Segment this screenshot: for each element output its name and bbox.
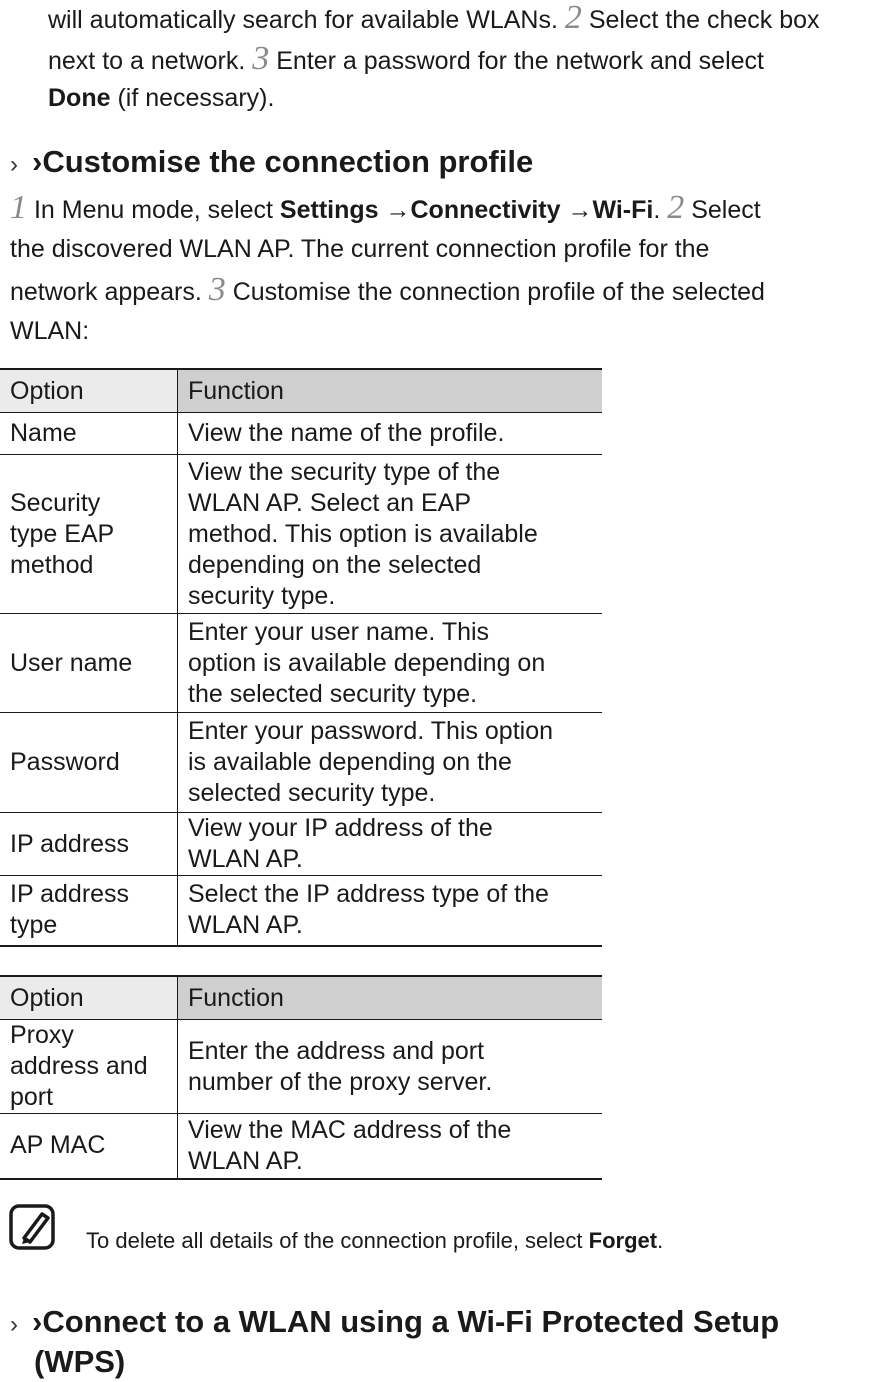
option-cell: IP address — [0, 812, 178, 876]
intro-line-2: next to a network. 3 Enter a password fo… — [48, 40, 764, 77]
function-line: Enter your password. This option — [188, 717, 554, 745]
chevron-right-icon: › — [10, 151, 18, 178]
intro-line-1: will automatically search for available … — [48, 0, 820, 36]
steps-line-4: WLAN: — [10, 317, 90, 345]
option-line: type — [10, 911, 58, 940]
table-row: Proxy address and port Enter the address an… — [0, 1019, 602, 1114]
step-number: 3 — [208, 271, 226, 308]
intro-line-3: Done (if necessary). — [48, 84, 275, 112]
step-number: 2 — [564, 0, 582, 36]
steps-line-2: the discovered WLAN AP. The current conn… — [10, 235, 710, 263]
function-line: selected security type. — [188, 779, 436, 807]
function-line: number of the proxy server. — [188, 1067, 493, 1096]
table-row: Password Enter your password. This option… — [0, 712, 602, 813]
step-number: 1 — [10, 189, 27, 226]
done-keyword: Done — [48, 84, 111, 112]
steps-line-1: 1 In Menu mode, select Settings →Connect… — [10, 189, 761, 226]
function-line: View the security type of the — [188, 457, 501, 486]
column-header-function: Function — [177, 369, 602, 413]
function-line: WLAN AP. Select an EAP — [188, 488, 472, 517]
option-cell: Proxy address and port — [0, 1019, 178, 1114]
option-line: Proxy — [10, 1021, 74, 1049]
function-cell: Enter your password. This option is avail… — [177, 712, 602, 813]
note-pencil-icon — [8, 1202, 58, 1252]
table-row: Name View the name of the profile. — [0, 412, 602, 455]
column-header-option: Option — [0, 369, 178, 413]
option-line: type EAP — [10, 519, 115, 548]
section-heading-customise: ››Customise the connection profile — [10, 144, 534, 179]
menu-path-connectivity: Connectivity — [410, 196, 561, 224]
option-line: Name — [10, 419, 77, 447]
function-line: WLAN AP. — [188, 1146, 303, 1175]
option-line: address and — [10, 1052, 148, 1080]
function-line: depending on the selected — [188, 550, 482, 579]
option-line: AP MAC — [10, 1131, 106, 1160]
option-line: port — [10, 1083, 54, 1111]
option-line: method — [10, 550, 94, 579]
table-header-row: Option Function — [0, 369, 602, 413]
column-header-function: Function — [177, 976, 602, 1020]
table-header-row: Option Function — [0, 976, 602, 1020]
option-line: Password — [10, 748, 120, 776]
option-line: User name — [10, 648, 133, 677]
menu-path-wifi: Wi-Fi — [592, 196, 654, 224]
function-line: the selected security type. — [188, 679, 478, 708]
function-line: method. This option is available — [188, 519, 538, 548]
chevron-right-icon: › — [32, 1304, 43, 1339]
function-line: Select the IP address type of the — [188, 880, 549, 909]
option-line: IP address — [10, 829, 130, 858]
options-table-2: Option Function Proxy address and port Ente… — [0, 975, 602, 1180]
function-line: security type. — [188, 581, 336, 610]
function-line: WLAN AP. — [188, 911, 303, 940]
chevron-right-icon: › — [10, 1311, 18, 1338]
option-cell: Password — [0, 712, 178, 813]
option-cell: Name — [0, 412, 178, 455]
chevron-right-icon: › — [32, 144, 43, 179]
forget-keyword: Forget — [588, 1228, 658, 1253]
column-header-option: Option — [0, 976, 178, 1020]
step-number: 3 — [252, 40, 270, 77]
options-table-1: Option Function Name View the name of the… — [0, 368, 602, 947]
function-line: View your IP address of the — [188, 814, 493, 842]
option-line: IP address — [10, 880, 130, 909]
function-line: View the name of the profile. — [188, 419, 505, 447]
option-cell: User name — [0, 613, 178, 713]
step-number: 2 — [667, 189, 685, 226]
note-text: To delete all details of the connection … — [86, 1228, 664, 1253]
section-heading-wps-line-2: (WPS) — [34, 1344, 126, 1379]
function-cell: View the name of the profile. — [177, 412, 602, 455]
option-line: Security — [10, 488, 101, 517]
function-line: Enter the address and port — [188, 1036, 485, 1065]
function-line: is available depending on the — [188, 748, 512, 776]
function-line: WLAN AP. — [188, 845, 303, 873]
steps-line-3: network appears. 3 Customise the connect… — [10, 271, 765, 308]
section-heading-wps: ››Connect to a WLAN using a Wi-Fi Protec… — [10, 1304, 780, 1339]
function-line: View the MAC address of the — [188, 1115, 512, 1144]
option-cell: AP MAC — [0, 1113, 178, 1180]
function-line: option is available depending on — [188, 648, 546, 677]
menu-path-settings: Settings — [279, 196, 379, 224]
function-line: Enter your user name. This — [188, 617, 490, 646]
